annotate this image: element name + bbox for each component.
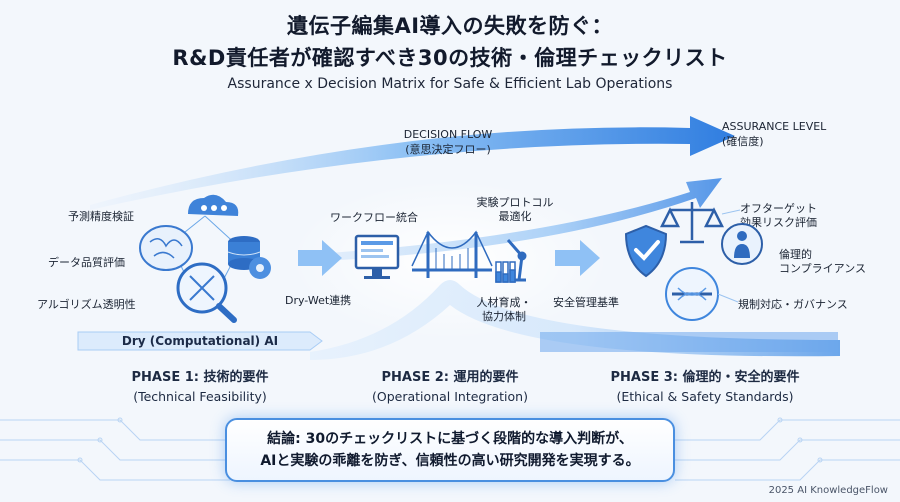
phase2-protocol-optimization: 実験プロトコル 最適化 <box>465 196 565 224</box>
page-title-line2: R&D責任者が確認すべき30の技術・倫理チェックリスト <box>172 46 728 70</box>
phase3-title: PHASE 3: 倫理的・安全的要件 <box>610 370 800 385</box>
dna-cross-icon <box>665 267 719 321</box>
scales-icon <box>659 202 725 244</box>
phase1-to-phase2-arrow <box>298 240 342 276</box>
assurance-level-arrow <box>300 178 722 262</box>
phase1-icon-cluster <box>139 194 271 323</box>
phase2-title: PHASE 2: 運用的要件 <box>381 370 519 385</box>
phase3-ethical-compliance: 倫理的 コンプライアンス <box>779 248 866 276</box>
conclusion-box: 結論: 30のチェックリストに基づく段階的な導入判断が、 AIと実験の乖離を防ぎ… <box>225 418 675 482</box>
circuit-decoration-left <box>0 417 230 481</box>
phase3-offtarget-risk: オフターゲット 効果リスク評価 <box>740 202 817 230</box>
phase2-hr-line2: 協力体制 <box>482 310 526 323</box>
phase2-subtitle: (Operational Integration) <box>372 389 528 404</box>
brain-icon <box>139 225 193 271</box>
page-title-line1: 遺伝子編集AI導入の失敗を防ぐ： <box>286 14 614 38</box>
phase3-subtitle: (Ethical & Safety Standards) <box>616 389 794 404</box>
monitor-icon <box>354 234 400 279</box>
conclusion-line2: AIと実験の乖離を防ぎ、信頼性の高い研究開発を実現する。 <box>260 453 640 469</box>
phase2-protocol-line2: 最適化 <box>498 210 532 223</box>
phase3-offtarget-line2: 効果リスク評価 <box>740 216 817 229</box>
phase1-item-prediction-accuracy: 予測精度検証 <box>68 210 134 223</box>
person-icon <box>721 223 763 265</box>
conclusion-line1: 結論: 30のチェックリストに基づく段階的な導入判断が、 <box>267 431 633 447</box>
phase2-safety-standards: 安全管理基準 <box>553 296 619 309</box>
copyright-footer: 2025 AI KnowledgeFlow <box>768 485 888 496</box>
phase2-workflow-integration: ワークフロー統合 <box>330 211 418 224</box>
circuit-decoration-right <box>675 417 900 481</box>
bridge-icon <box>411 230 493 278</box>
phase1-item-algorithm-transparency: アルゴリズム透明性 <box>37 298 136 311</box>
phase2-icon-cluster <box>354 230 527 283</box>
gear-icon <box>249 257 271 279</box>
assurance-level-label-ja: (確信度) <box>722 135 764 148</box>
phase2-to-phase3-arrow <box>555 240 600 276</box>
phase2-protocol-line1: 実験プロトコル <box>476 196 554 209</box>
phase2-hr-development: 人材育成・ 協力体制 <box>464 296 544 324</box>
phase1-item-data-quality: データ品質評価 <box>48 256 125 269</box>
assurance-level-label-en: ASSURANCE LEVEL <box>722 120 827 133</box>
phase2-hr-line1: 人材育成・ <box>476 296 532 309</box>
decision-flow-label-ja: (意思決定フロー) <box>405 143 491 156</box>
phase2-heading: PHASE 2: 運用的要件 (Operational Integration) <box>350 368 550 406</box>
shield-check-icon <box>624 224 668 278</box>
phase1-heading: PHASE 1: 技術的要件 (Technical Feasibility) <box>100 368 300 406</box>
test-tubes-icon <box>495 261 516 283</box>
robot-arm-icon <box>506 239 527 282</box>
phase3-connector-lines <box>717 209 741 303</box>
phase3-regulation-governance: 規制対応・ガバナンス <box>738 298 848 311</box>
decision-flow-label: DECISION FLOW (意思決定フロー) <box>378 127 518 157</box>
dry-band-shape <box>77 331 323 351</box>
phase3-ethics-line2: コンプライアンス <box>779 262 867 275</box>
phase1-title: PHASE 1: 技術的要件 <box>131 370 269 385</box>
phase3-band <box>540 332 838 352</box>
phase1-subtitle: (Technical Feasibility) <box>133 389 267 404</box>
phase3-offtarget-line1: オフターゲット <box>740 202 817 215</box>
dry-computational-ai-band: Dry (Computational) AI <box>121 334 279 348</box>
decision-flow-arrow <box>90 116 735 210</box>
cloud-icon <box>188 194 239 216</box>
dna-magnifier-icon <box>176 262 237 323</box>
dry-wet-connection-label: Dry-Wet連携 <box>285 294 352 307</box>
phase3-icon-cluster <box>624 202 763 321</box>
database-icon <box>227 236 261 270</box>
phase3-heading: PHASE 3: 倫理的・安全的要件 (Ethical & Safety Sta… <box>590 368 820 406</box>
center-glow <box>290 180 610 340</box>
assurance-level-label: ASSURANCE LEVEL (確信度) <box>722 119 852 149</box>
page-subtitle: Assurance x Decision Matrix for Safe & E… <box>227 76 673 92</box>
phase3-ethics-line1: 倫理的 <box>779 248 812 261</box>
decision-flow-label-en: DECISION FLOW <box>403 128 493 141</box>
